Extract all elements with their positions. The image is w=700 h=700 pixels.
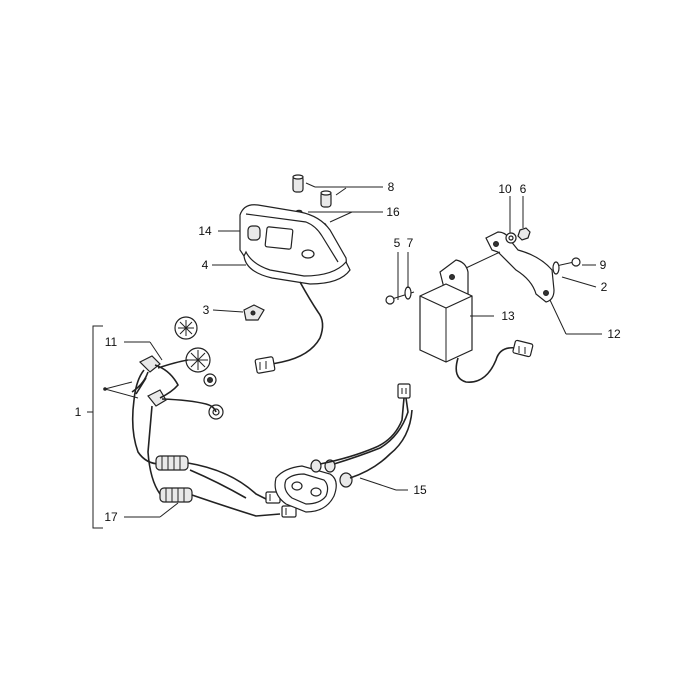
callout-label: 6 [520,182,527,196]
bulb-socket-part [131,316,224,495]
callout-label: 11 [105,335,118,349]
nut-washer-part [505,227,531,244]
callout-label: 3 [203,303,210,317]
callout-label: 8 [388,180,395,194]
control-module-part [419,283,534,383]
callout-label: 2 [601,280,608,294]
bolt-part [385,257,581,305]
callout-label: 9 [600,258,607,272]
callout-label: 1 [75,405,82,419]
bracket-part [439,231,555,303]
callout-label: 14 [198,224,212,238]
callout-label: 7 [407,236,414,250]
callout-label: 4 [202,258,209,272]
sleeve-connector-part [155,455,297,518]
callout-label: 12 [607,327,621,341]
callout-label: 10 [498,182,512,196]
callout-label: 5 [394,236,401,250]
callout-label: 17 [104,510,118,524]
group-bracket [92,325,103,529]
rear-harness-part [274,383,413,513]
callout-label: 15 [413,483,427,497]
display-housing-part [239,204,351,374]
callout-label: 16 [386,205,400,219]
callout-label: 13 [501,309,515,323]
leader-lines [87,182,602,518]
clip-nut-part [243,304,265,321]
spacer-part [292,174,332,208]
